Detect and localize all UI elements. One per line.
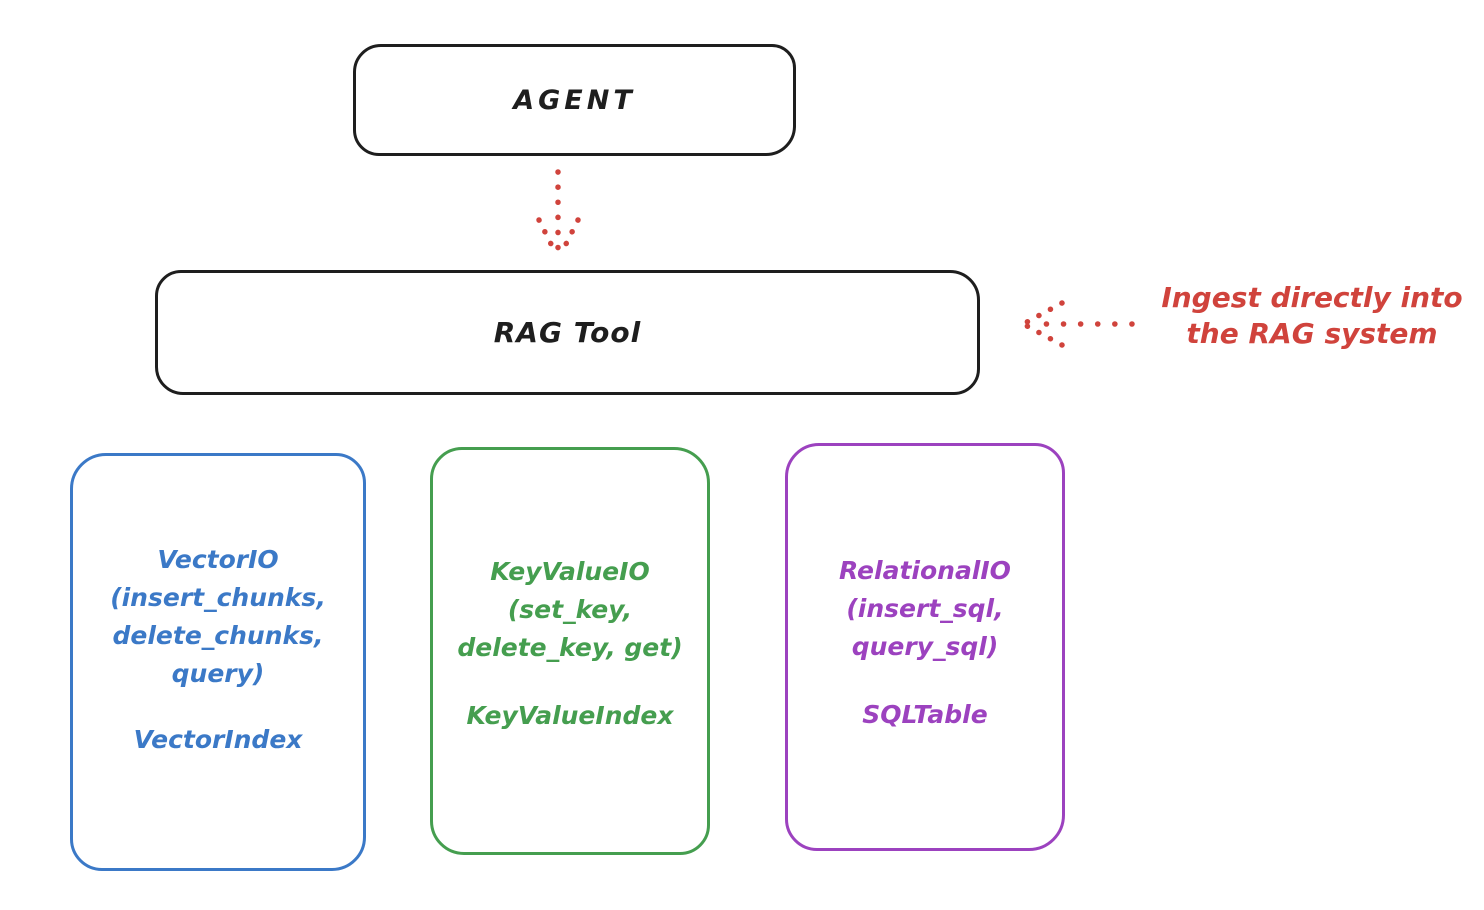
keyvalue-index-label: KeyValueIndex bbox=[466, 701, 674, 730]
vector-index-label: VectorIndex bbox=[133, 725, 303, 754]
ingest-annotation-arrow bbox=[1024, 300, 1135, 348]
vector-io-card: VectorIO (insert_chunks, delete_chunks, … bbox=[70, 453, 366, 871]
ingest-annotation-line1: Ingest directly into bbox=[1161, 281, 1463, 314]
rag-tool-node: RAG Tool bbox=[155, 270, 980, 395]
card-text-line: query_sql) bbox=[851, 632, 999, 661]
rag-tool-node-label: RAG Tool bbox=[493, 316, 642, 349]
card-text-line: (insert_chunks, bbox=[110, 583, 326, 612]
card-text-line: delete_key, get) bbox=[457, 633, 683, 662]
relational-io-card: RelationalIO (insert_sql, query_sql) SQL… bbox=[785, 443, 1065, 851]
card-text-line: (insert_sql, bbox=[846, 594, 1004, 623]
agent-node-label: AGENT bbox=[513, 84, 636, 116]
keyvalue-io-card-text: KeyValueIO (set_key, delete_key, get) Ke… bbox=[433, 553, 707, 735]
card-text-line: KeyValueIO bbox=[490, 557, 650, 586]
agent-to-ragtool-arrow bbox=[536, 169, 581, 257]
agent-node: AGENT bbox=[353, 44, 796, 156]
card-text-line: query) bbox=[171, 659, 265, 688]
card-text-line: VectorIO bbox=[157, 545, 279, 574]
vector-io-card-text: VectorIO (insert_chunks, delete_chunks, … bbox=[73, 541, 363, 759]
keyvalue-io-card: KeyValueIO (set_key, delete_key, get) Ke… bbox=[430, 447, 710, 855]
card-text-line: RelationalIO bbox=[839, 556, 1011, 585]
sql-table-label: SQLTable bbox=[862, 700, 988, 729]
card-text-line: (set_key, bbox=[507, 595, 633, 624]
relational-io-card-text: RelationalIO (insert_sql, query_sql) SQL… bbox=[788, 552, 1062, 734]
card-text-line: delete_chunks, bbox=[112, 621, 324, 650]
ingest-annotation: Ingest directly into the RAG system bbox=[1140, 280, 1484, 352]
ingest-annotation-line2: the RAG system bbox=[1186, 317, 1438, 350]
